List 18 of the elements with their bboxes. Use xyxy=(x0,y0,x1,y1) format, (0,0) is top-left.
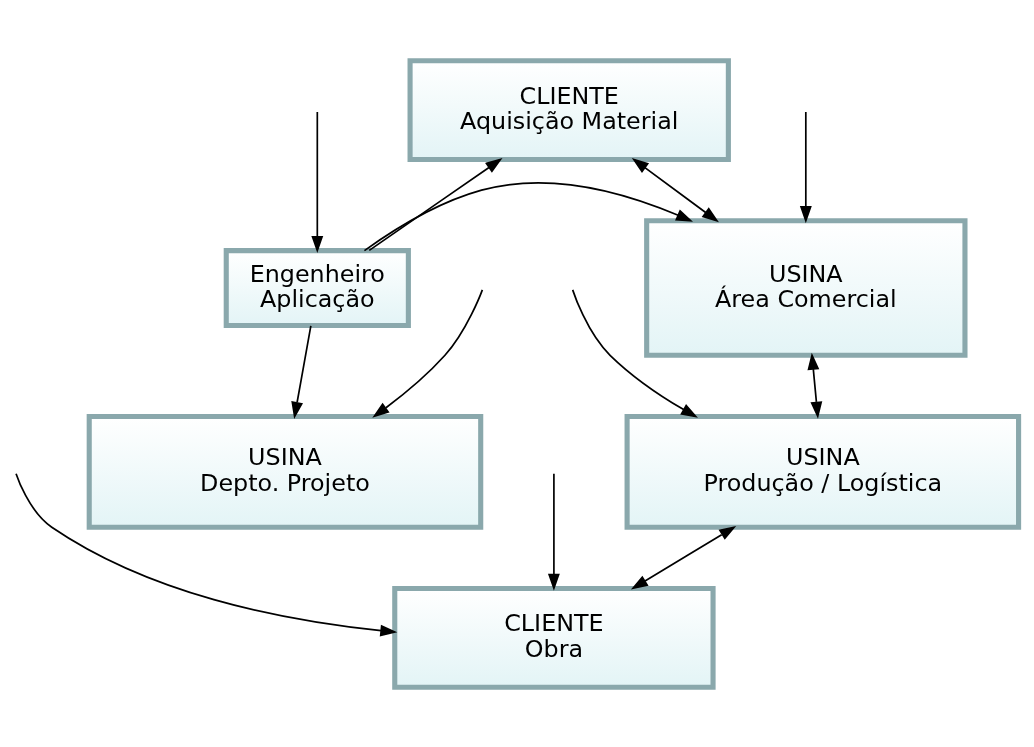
node-box: USINA Área Comercial xyxy=(644,217,968,358)
arrow xyxy=(630,525,737,590)
node-box: USINA Produção / Logística xyxy=(624,413,1022,530)
arrow xyxy=(363,181,693,251)
arrow xyxy=(311,110,324,253)
arrow xyxy=(291,324,312,419)
arrow xyxy=(547,472,560,591)
arrow xyxy=(368,157,503,251)
arrow xyxy=(15,472,398,637)
node-box: USINA Depto. Projeto xyxy=(86,413,484,530)
arrow xyxy=(571,288,698,418)
arrow xyxy=(799,110,812,223)
arrow xyxy=(807,352,823,419)
arrow xyxy=(372,288,484,418)
node-box: CLIENTE Aquisição Material xyxy=(407,57,731,162)
node-box: Engenheiro Aplicação xyxy=(223,247,411,328)
arrow xyxy=(631,157,719,222)
node-box: CLIENTE Obra xyxy=(392,585,716,690)
